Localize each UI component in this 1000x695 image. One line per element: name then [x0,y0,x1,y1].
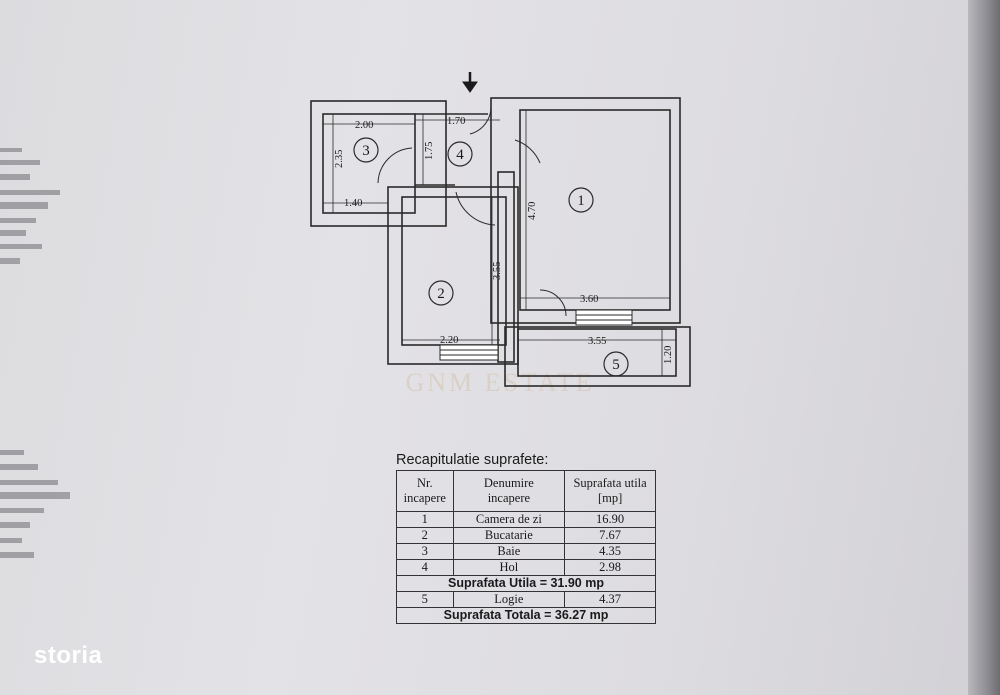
loggia-inner-wall [517,328,677,377]
dim-label: 1.75 [424,142,435,160]
room-number: 2 [437,286,445,302]
room-number: 1 [577,193,585,209]
hall-walls [415,113,488,186]
bathroom-door [377,147,413,184]
floor-plan: 2.00 1.40 1.70 3.60 2.20 3.55 2.35 1.75 … [310,72,691,387]
dim-label: 3.55 [588,336,606,347]
print-bleed-bottom [0,450,70,558]
dim-label: 1.40 [344,198,362,209]
kitchen-outer-wall [387,186,519,365]
useful-total-row: Suprafata Utila = 31.90 mp [396,575,656,592]
dim-label: 2.35 [334,150,345,168]
kitchen-window [439,344,499,361]
header-area: Suprafata utila[mp] [564,470,656,512]
room-number: 3 [362,143,370,159]
grand-total-row: Suprafata Totala = 36.27 mp [396,607,656,624]
kitchen-door [455,191,496,226]
dim-label: 2.20 [440,335,458,346]
header-nr: Nr.incapere [396,470,454,512]
living-door [514,139,541,164]
entry-arrow-icon [462,72,478,93]
living-inner-wall [519,109,671,311]
room-number: 5 [612,357,620,373]
loggia-outer-wall [504,326,691,387]
dim-label: 1.70 [447,116,465,127]
table-title: Recapitulatie suprafete: [396,452,549,468]
dim-label: 2.00 [355,120,373,131]
bathroom-outer-wall [310,100,447,227]
dim-label: 4.70 [527,202,538,220]
bathroom-inner-wall [322,113,416,214]
storia-logo: storia [34,642,103,669]
dim-label: 1.20 [663,346,674,364]
living-window [575,309,633,326]
entry-door [469,105,492,135]
dim-label: 3.55 [492,262,503,280]
loggia-door [539,289,567,317]
page-edge [968,0,1000,695]
dim-label: 3.60 [580,294,598,305]
watermark-text: GNM ESTATE [405,368,595,397]
partition-wall [497,171,515,363]
print-bleed-top [0,148,60,264]
room-number: 4 [456,147,464,163]
